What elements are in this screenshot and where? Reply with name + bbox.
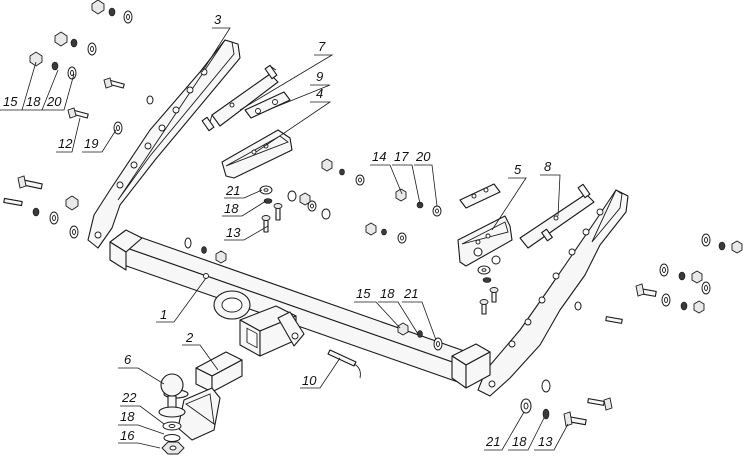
callout-9: 9 (316, 69, 323, 84)
callout-15-left: 15 (3, 94, 18, 109)
left-fasteners (3, 0, 154, 239)
ball-hardware (161, 421, 185, 455)
tow-ball (158, 373, 189, 418)
bracket-4 (221, 129, 293, 179)
leader-lines (0, 27, 569, 451)
right-fasteners (473, 233, 743, 427)
callout-5: 5 (514, 162, 522, 177)
callout-6: 6 (124, 352, 132, 367)
callout-7: 7 (318, 39, 326, 54)
callout-18-lower: 18 (380, 286, 395, 301)
center-fasteners (184, 158, 443, 351)
plate-9 (244, 91, 291, 119)
callout-13-right: 13 (538, 434, 553, 449)
callout-21-lower: 21 (403, 286, 418, 301)
locking-pin (327, 349, 361, 379)
callout-4: 4 (316, 86, 323, 101)
callout-12: 12 (58, 136, 73, 151)
callout-8: 8 (544, 159, 552, 174)
callout-16: 16 (120, 428, 135, 443)
callout-20-center: 20 (415, 149, 431, 164)
callout-20-left: 19 (84, 136, 98, 151)
callout-19: 18 (120, 409, 135, 424)
callout-labels: 15 18 20 12 19 3 7 9 4 21 18 13 14 17 20… (3, 12, 553, 449)
callout-21-left: 20 (46, 94, 62, 109)
callout-10: 10 (302, 373, 317, 388)
callout-3: 3 (214, 12, 222, 27)
left-side-bracket (87, 39, 241, 249)
callout-22: 22 (121, 390, 137, 405)
receiver-assembly (213, 290, 305, 357)
right-side-bracket (477, 189, 629, 397)
callout-18-center: 18 (224, 201, 239, 216)
callout-21-center: 21 (225, 183, 240, 198)
callout-14: 14 (372, 149, 386, 164)
callout-2: 2 (185, 330, 194, 345)
callout-15-center: 15 (356, 286, 371, 301)
ball-mount (177, 351, 243, 441)
plate-7 (201, 64, 279, 132)
callout-13-center: 13 (226, 225, 241, 240)
callout-1: 1 (160, 307, 167, 322)
callout-18-left: 18 (26, 94, 41, 109)
bracket-5 (457, 183, 513, 267)
plate-8 (519, 183, 595, 249)
callout-17: 17 (394, 149, 409, 164)
callout-18-right: 18 (512, 434, 527, 449)
callout-21-right: 21 (485, 434, 500, 449)
